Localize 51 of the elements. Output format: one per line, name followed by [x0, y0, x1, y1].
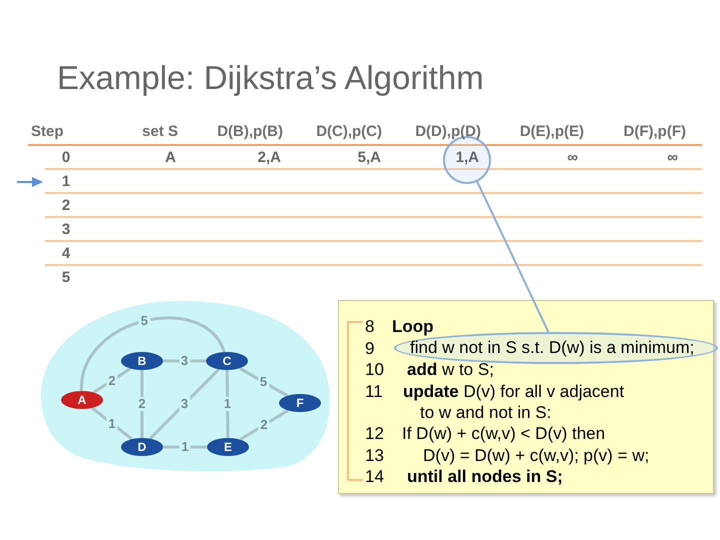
table-value: 5,A	[358, 149, 381, 167]
edge-label: 2	[106, 374, 118, 388]
line-number: 11	[365, 380, 383, 402]
code-line: add w to S;	[407, 359, 494, 381]
graph-edge	[163, 446, 207, 448]
table-value: ∞	[567, 149, 578, 167]
line-number: 12	[365, 423, 384, 445]
graph-edge	[80, 316, 226, 392]
column-header: D(C),p(C)	[316, 123, 382, 141]
table-value: A	[165, 149, 176, 167]
edge-label: 3	[178, 397, 190, 411]
slide-title: Example: Dijkstra’s Algorithm	[57, 58, 484, 98]
table-value: ∞	[667, 149, 678, 167]
column-header: D(B),p(B)	[217, 123, 283, 141]
edge-label: 2	[136, 397, 148, 411]
code-line: find w not in S s.t. D(w) is a minimum;	[410, 337, 694, 359]
code-box	[338, 300, 714, 494]
edge-label: 5	[138, 314, 150, 328]
code-line: until all nodes in S;	[407, 466, 563, 488]
edge-label: 1	[106, 416, 118, 430]
line-number: 13	[365, 444, 384, 466]
table-value: 2,A	[258, 149, 281, 167]
step-number: 0	[62, 149, 70, 167]
edge-label: 1	[179, 440, 191, 454]
line-number: 14	[365, 466, 384, 488]
edge-label: 2	[258, 418, 270, 432]
leader-line	[476, 181, 550, 332]
code-line: update D(v) for all v adjacent to w and not in S:	[403, 380, 626, 424]
step-number: 1	[62, 173, 70, 191]
code-line: D(v) = D(w) + c(w,v); p(v) = w;	[423, 444, 650, 466]
edge-label: 1	[222, 397, 234, 411]
graph-edge	[163, 360, 206, 362]
column-header: D(E),p(E)	[520, 123, 584, 141]
line-number: 9	[365, 338, 374, 360]
step-number: 2	[62, 197, 70, 215]
edge-label: 5	[258, 375, 270, 389]
line-number: 8	[365, 316, 374, 338]
step-number: 3	[62, 221, 70, 239]
code-line: If D(w) + c(w,v) < D(v) then	[402, 423, 606, 445]
graph-edge	[149, 368, 220, 440]
step-number: 4	[62, 245, 70, 263]
column-header: D(F),p(F)	[624, 123, 686, 141]
code-line: Loop	[392, 316, 434, 338]
graph-edge	[91, 406, 133, 440]
table-value: 1,A	[456, 149, 479, 167]
line-number: 10	[365, 359, 384, 381]
step-number: 5	[62, 269, 70, 287]
column-header: D(D),p(D)	[415, 123, 481, 141]
column-header: set S	[142, 123, 178, 141]
edge-label: 3	[178, 354, 190, 368]
column-header: Step	[31, 123, 64, 141]
